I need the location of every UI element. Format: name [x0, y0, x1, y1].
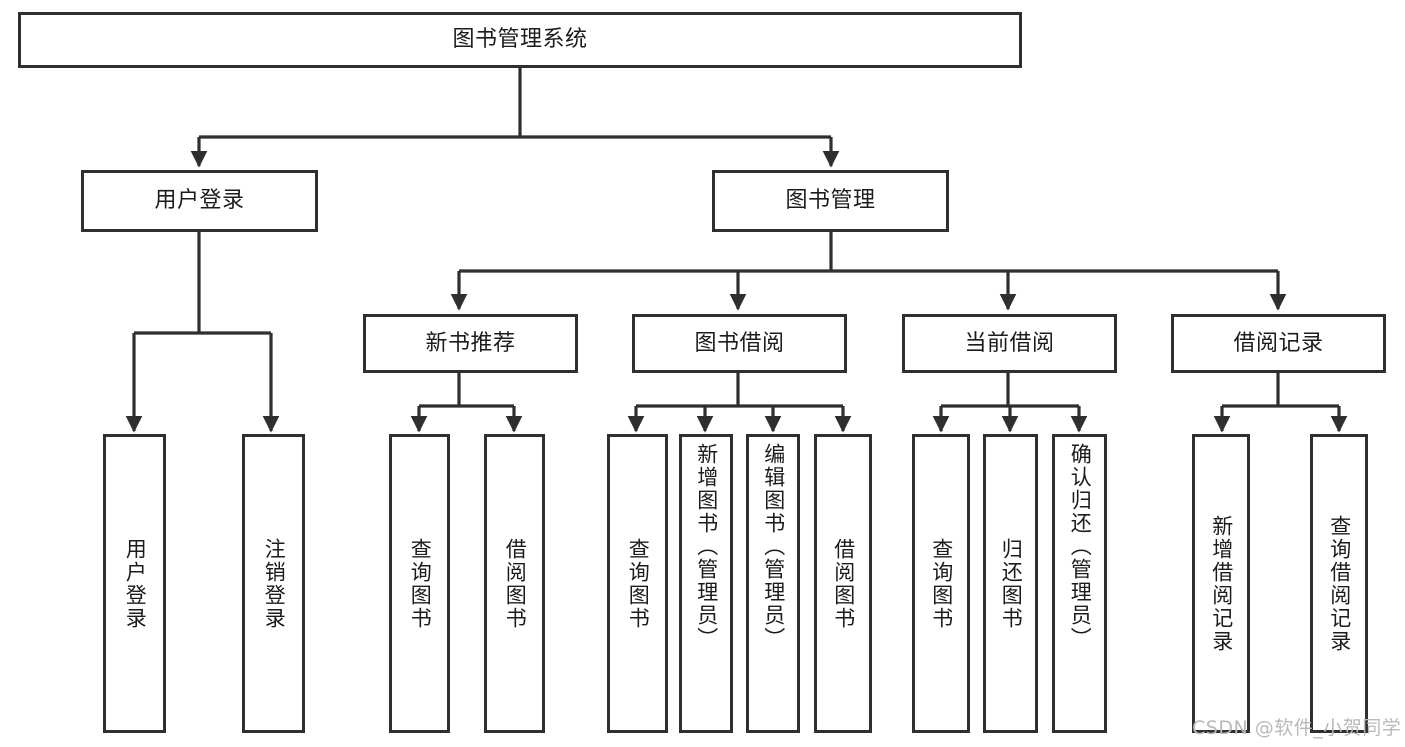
node-leaf-borrow-book-1[interactable]: 借阅图书: [484, 434, 545, 733]
node-new-book-recommend-label: 新书推荐: [425, 330, 516, 356]
node-leaf-add-book-label: 新增图书（管理员）: [694, 443, 719, 650]
node-leaf-query-book-3-label: 查询图书: [929, 537, 954, 630]
node-leaf-logout-login[interactable]: 注销登录: [242, 434, 305, 733]
node-leaf-query-book-3[interactable]: 查询图书: [912, 434, 970, 733]
node-book-manage[interactable]: 图书管理: [712, 170, 949, 232]
node-root[interactable]: 图书管理系统: [18, 12, 1022, 68]
node-current-borrow-label: 当前借阅: [964, 330, 1055, 356]
node-leaf-query-borrow-record[interactable]: 查询借阅记录: [1310, 434, 1368, 733]
node-leaf-add-borrow-record-label: 新增借阅记录: [1209, 514, 1234, 653]
node-leaf-logout-login-label: 注销登录: [262, 537, 287, 630]
node-root-label: 图书管理系统: [452, 27, 588, 53]
node-book-borrow-label: 图书借阅: [694, 330, 785, 356]
node-leaf-user-login-label: 用户登录: [123, 537, 148, 630]
node-book-borrow[interactable]: 图书借阅: [632, 314, 847, 373]
node-leaf-query-borrow-record-label: 查询借阅记录: [1327, 514, 1352, 653]
node-leaf-borrow-book-2[interactable]: 借阅图书: [814, 434, 872, 733]
node-current-borrow[interactable]: 当前借阅: [902, 314, 1117, 373]
node-book-manage-label: 图书管理: [785, 188, 876, 214]
node-borrow-record-label: 借阅记录: [1233, 330, 1324, 356]
node-leaf-add-book[interactable]: 新增图书（管理员）: [679, 434, 733, 733]
node-leaf-return-book-label: 归还图书: [999, 537, 1024, 630]
node-leaf-edit-book-label: 编辑图书（管理员）: [761, 443, 786, 650]
node-user-login[interactable]: 用户登录: [81, 170, 318, 232]
node-leaf-return-book[interactable]: 归还图书: [983, 434, 1038, 733]
node-leaf-query-book-1[interactable]: 查询图书: [389, 434, 450, 733]
node-leaf-borrow-book-2-label: 借阅图书: [831, 537, 856, 630]
csdn-watermark: CSDN @软件_小贺同学: [1192, 717, 1402, 739]
node-leaf-edit-book[interactable]: 编辑图书（管理员）: [746, 434, 800, 733]
node-leaf-confirm-return[interactable]: 确认归还（管理员）: [1052, 434, 1107, 733]
node-leaf-query-book-2-label: 查询图书: [626, 537, 651, 630]
node-leaf-query-book-1-label: 查询图书: [408, 537, 433, 630]
node-user-login-label: 用户登录: [154, 188, 245, 214]
node-leaf-user-login[interactable]: 用户登录: [103, 434, 166, 733]
node-leaf-add-borrow-record[interactable]: 新增借阅记录: [1192, 434, 1250, 733]
node-new-book-recommend[interactable]: 新书推荐: [363, 314, 578, 373]
node-leaf-confirm-return-label: 确认归还（管理员）: [1068, 443, 1093, 650]
node-leaf-borrow-book-1-label: 借阅图书: [503, 537, 528, 630]
node-leaf-query-book-2[interactable]: 查询图书: [607, 434, 668, 733]
node-borrow-record[interactable]: 借阅记录: [1171, 314, 1386, 373]
